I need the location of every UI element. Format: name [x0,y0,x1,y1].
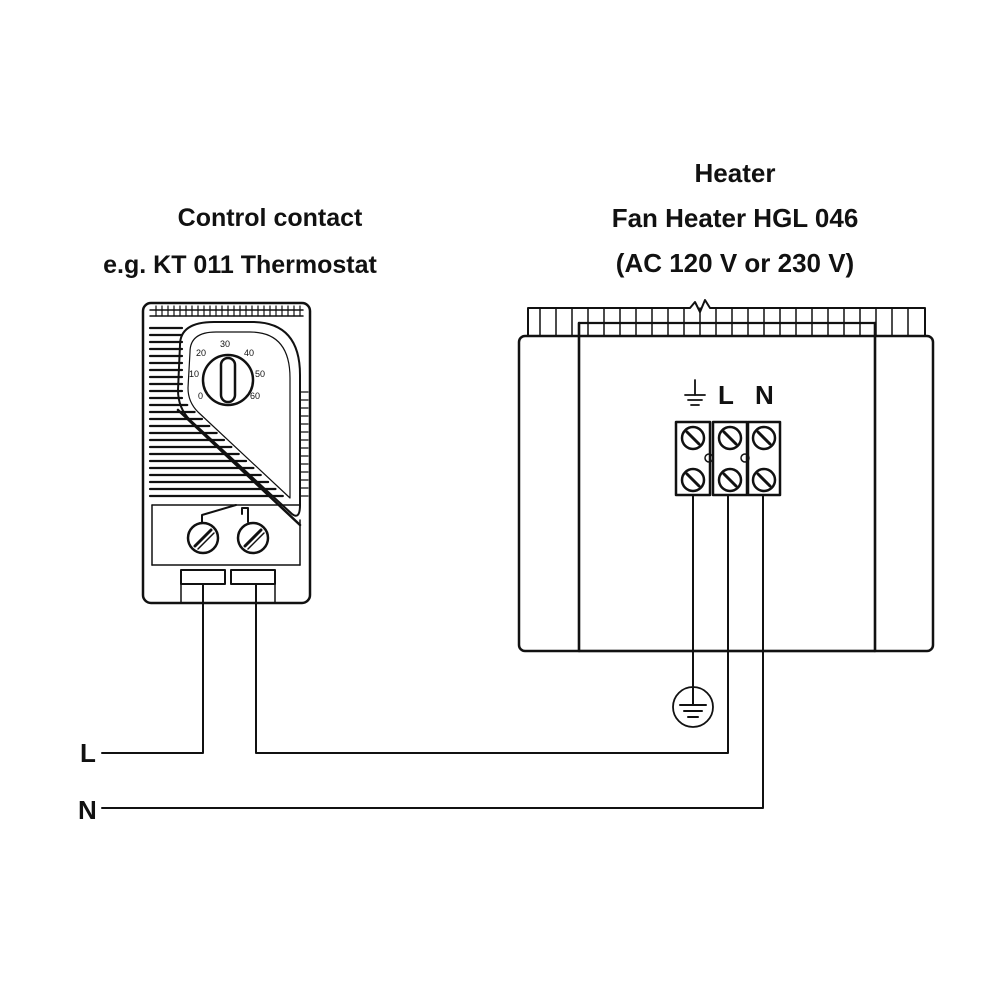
terminal-label-L: L [718,380,734,410]
thermostat-screw-right [236,521,270,555]
thermostat-title: Control contact [177,204,363,232]
thermostat-vent-lines [148,326,284,498]
heater-device [517,299,935,653]
dial-scale-50: 50 [255,369,266,379]
dial-scale-40: 40 [244,348,255,358]
heater-title: Heater [694,158,776,188]
thermostat-top-ribs [149,309,304,317]
contact-symbol [201,504,249,523]
thermostat-screw-left [186,521,220,555]
terminal-block [674,420,782,497]
thermostat-subtitle: e.g. KT 011 Thermostat [103,251,377,279]
heater-model: Fan Heater HGL 046 [611,203,859,233]
mains-live-wire [101,583,204,754]
terminal-label-N: N [755,380,774,410]
dial-scale-20: 20 [196,348,207,358]
dial-scale-0: 0 [198,391,204,401]
mains-neutral-wire [101,494,764,809]
dial-pointer [219,356,237,404]
temperature-dial [201,353,255,407]
earth-terminal-symbol-icon [684,379,706,406]
heater-live-wire [255,494,729,754]
dial-scale-10: 10 [189,369,200,379]
thermostat-device [141,301,312,605]
thermostat-clamp-left [180,569,226,585]
heater-voltage: (AC 120 V or 230 V) [615,248,855,278]
ground-icon [672,686,714,728]
thermostat-dial-cover [177,321,301,517]
dial-scale-60: 60 [250,391,261,401]
thermostat-clamp-right [230,569,276,585]
wiring [101,494,764,809]
mains-label-N: N [78,795,97,825]
dial-scale-30: 30 [220,339,231,349]
mains-label-L: L [80,738,96,768]
